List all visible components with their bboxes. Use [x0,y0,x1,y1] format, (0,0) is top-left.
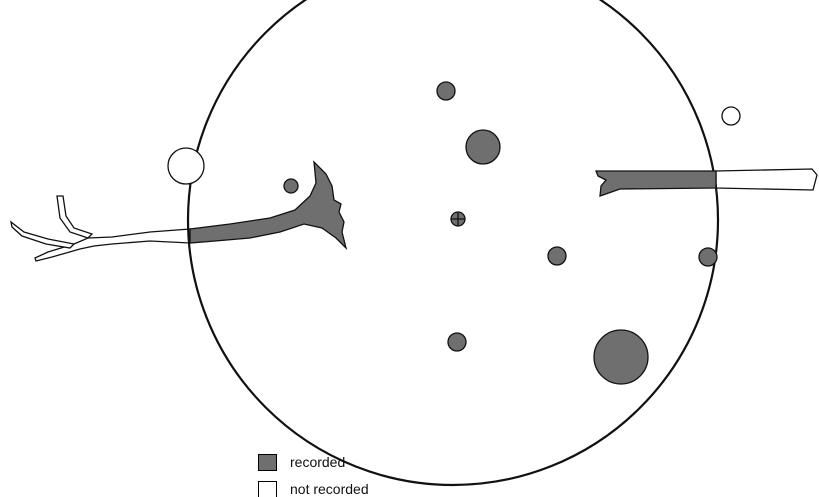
recorded-stem [437,82,455,100]
recorded-stem [548,247,566,265]
left-branch-twig-lower [11,222,74,248]
legend-item-not-recorded: not recorded [258,479,369,497]
right-branch-recorded-segment [596,171,716,196]
recorded-stem [466,130,500,164]
legend-label-recorded: recorded [290,455,345,469]
right-branch-outside-segment [716,169,817,190]
recorded-stem [594,330,648,384]
plot-boundary [188,0,718,485]
legend-swatch-not-recorded [258,481,277,497]
recorded-stem [284,179,298,193]
recorded-stem [448,333,466,351]
left-branch-twig-upper [57,196,92,238]
legend-label-not-recorded: not recorded [290,482,369,496]
left-branch-recorded-segment [190,162,346,248]
recorded-stem [699,248,717,266]
legend-swatch-recorded [258,454,277,471]
not-recorded-stem [722,107,740,125]
legend-item-recorded: recorded [258,452,345,472]
not-recorded-stem [168,148,204,184]
plot-center-marker [451,212,465,226]
